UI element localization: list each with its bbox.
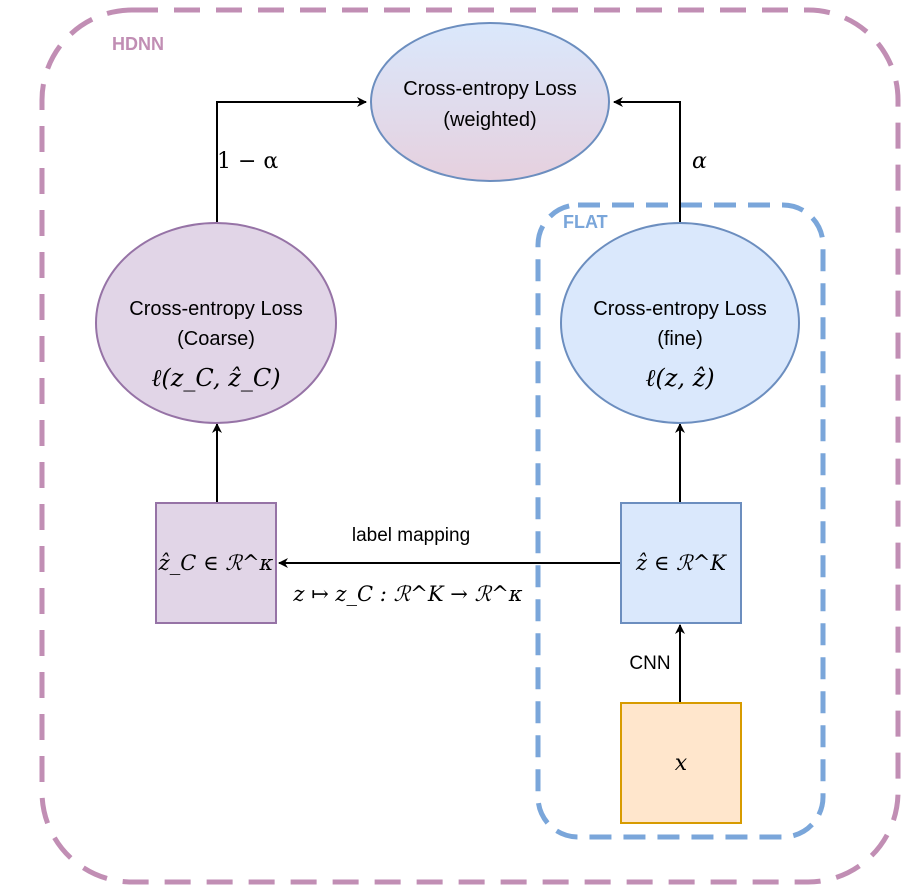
fine-loss-title: Cross-entropy Loss bbox=[593, 298, 766, 320]
mapping-formula: z ↦ z_C : ℛ^K → ℛ^κ bbox=[292, 582, 522, 606]
coarse-output-box bbox=[155, 502, 277, 624]
coarse-to-weighted-arrow bbox=[216, 97, 367, 222]
input-box bbox=[620, 702, 742, 824]
coarse-loss-node: Cross-entropy Loss (Coarse) ℓ(z_C, ẑ_C) bbox=[95, 222, 337, 424]
flat-label: FLAT bbox=[563, 212, 608, 232]
coarse-output-formula: ẑ_C ∈ ℛ^κ bbox=[158, 551, 274, 575]
fine-output-box bbox=[620, 502, 742, 624]
input-formula: x bbox=[675, 751, 688, 776]
hdnn-label: HDNN bbox=[112, 34, 164, 54]
fine-output-formula: ẑ ∈ ℛ^K bbox=[635, 551, 727, 575]
label-mapping-label: label mapping bbox=[352, 525, 470, 546]
coarse-loss-title: Cross-entropy Loss bbox=[129, 298, 302, 320]
coarse-loss-subtitle: (Coarse) bbox=[177, 328, 255, 350]
fine-weight-label: α bbox=[692, 149, 707, 174]
fine-loss-node: Cross-entropy Loss (fine) ℓ(z, ẑ) bbox=[560, 222, 800, 424]
coarse-loss-ellipse bbox=[95, 222, 337, 424]
coarse-output-node: ẑ_C ∈ ℛ^κ bbox=[155, 502, 277, 624]
weighted-loss-subtitle: (weighted) bbox=[443, 109, 536, 131]
coarse-weight-label: 1 − α bbox=[217, 149, 278, 174]
fine-loss-ellipse bbox=[560, 222, 800, 424]
weighted-loss-title: Cross-entropy Loss bbox=[403, 78, 576, 100]
fine-loss-subtitle: (fine) bbox=[657, 328, 703, 350]
coarse-loss-formula: ℓ(z_C, ẑ_C) bbox=[151, 364, 280, 392]
fine-loss-formula: ℓ(z, ẑ) bbox=[645, 364, 714, 392]
cnn-label: CNN bbox=[629, 653, 670, 674]
weighted-loss-ellipse bbox=[370, 22, 610, 182]
fine-output-node: ẑ ∈ ℛ^K bbox=[620, 502, 742, 624]
weighted-loss-node: Cross-entropy Loss (weighted) bbox=[370, 22, 610, 182]
input-node: x bbox=[620, 702, 742, 824]
hdnn-group-border bbox=[39, 7, 901, 885]
fine-to-weighted-arrow bbox=[613, 97, 681, 222]
